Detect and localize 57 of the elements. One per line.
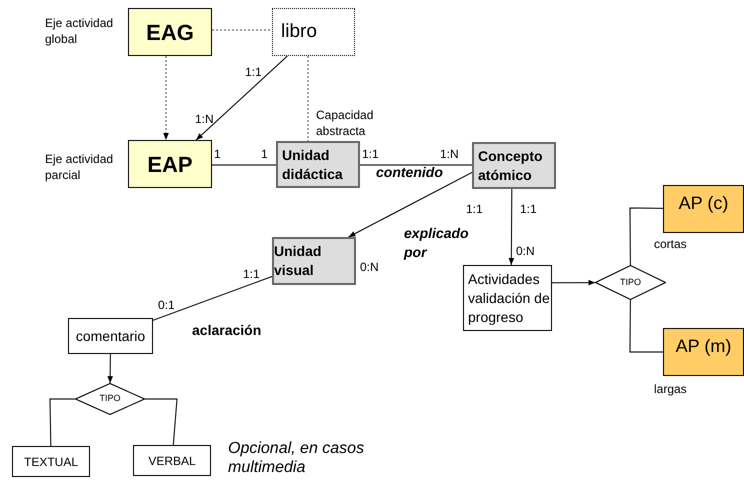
- entity-box: [133, 445, 211, 476]
- note-text: Opcional, en casos multimedia: [228, 439, 366, 477]
- entity-box: [272, 8, 355, 56]
- cardinality-label: 1:1: [520, 201, 537, 218]
- cardinality-label: 1:N: [195, 111, 214, 128]
- connector-line: [630, 208, 664, 266]
- connector-line: [50, 398, 76, 446]
- entity-box: [472, 142, 556, 189]
- node-caption: cortas: [654, 236, 688, 252]
- node-label: Unidad visual: [274, 242, 322, 280]
- arrow: [163, 56, 169, 140]
- connector-line: [152, 276, 272, 321]
- cardinality-label: 1:N: [440, 146, 459, 163]
- entity-box: [68, 318, 153, 354]
- node-label: comentario: [76, 326, 146, 346]
- arrow: [196, 56, 288, 140]
- node-label: EAG: [146, 18, 194, 46]
- node-label: TEXTUAL: [24, 454, 78, 470]
- relation-diamond: [75, 383, 145, 415]
- cardinality-label: 1:1: [243, 266, 260, 283]
- cardinality-label: 1: [261, 146, 268, 163]
- cardinality-label: 0:N: [516, 243, 535, 260]
- cardinality-label: 0:1: [158, 297, 175, 314]
- node-label: Concepto atómico: [478, 146, 544, 184]
- node-label: TIPO: [620, 276, 641, 289]
- cardinality-label: 1:1: [362, 146, 379, 163]
- relation-diamond: [595, 265, 666, 300]
- arrow: [508, 188, 514, 266]
- entity-box: [272, 237, 356, 285]
- node-label: EAP: [147, 150, 193, 178]
- arrow: [552, 280, 596, 286]
- cardinality-label: 1: [214, 146, 221, 163]
- connector-line: [630, 299, 664, 352]
- node-label: AP (m): [676, 335, 732, 358]
- node-label: VERBAL: [148, 452, 196, 470]
- note-text: Capacidad abstracta: [316, 107, 374, 139]
- arrow: [107, 354, 113, 384]
- connector-line: [212, 164, 276, 166]
- node-caption: Eje actividad parcial: [45, 151, 114, 183]
- arrow: [348, 172, 472, 238]
- edge-label: explicado por: [404, 224, 470, 262]
- node-label: TIPO: [99, 392, 120, 406]
- cardinality-label: 1:1: [466, 201, 483, 218]
- cardinality-label: 0:N: [360, 259, 379, 276]
- node-caption: Eje actividad global: [45, 15, 114, 47]
- node-caption: largas: [654, 381, 688, 397]
- node-label: Actividades validación de progreso: [468, 270, 551, 326]
- node-label: libro: [281, 20, 317, 44]
- node-label: AP (c): [678, 192, 728, 215]
- cardinality-label: 1:1: [245, 64, 262, 81]
- node-label: Unidad didáctica: [282, 146, 344, 184]
- entity-box: [276, 141, 360, 188]
- connector-line: [144, 398, 178, 446]
- edge-label: aclaración: [192, 321, 262, 340]
- connector-line: [360, 164, 472, 166]
- entity-box: [12, 446, 90, 477]
- edge-label: contenido: [376, 163, 443, 182]
